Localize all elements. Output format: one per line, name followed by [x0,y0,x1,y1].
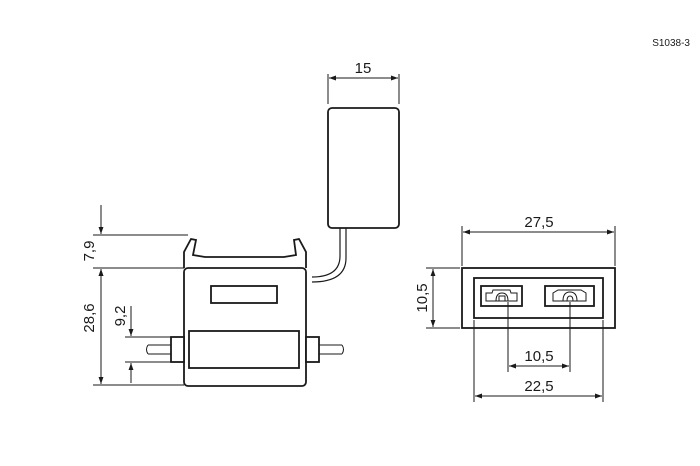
holder-lower-band [188,330,300,369]
body-height-label: 28,6 [81,303,98,332]
terminal-right [305,336,320,363]
front-view: 27,5 10,5 10,5 22,5 [414,214,616,402]
top-height-label: 7,9 [81,241,98,262]
holder-top-clip [183,237,307,268]
side-view: 15 7,9 28,6 9,2 [81,60,400,387]
front-height-label: 10,5 [414,283,431,312]
contact-span-label: 22,5 [524,378,553,395]
drawing-reference: S1038-3 [652,38,690,49]
terminal-height-label: 9,2 [112,306,129,327]
cap-width-label: 15 [355,60,372,77]
cap-wire [311,228,347,283]
contact-left [480,285,523,307]
contact-spacing-label: 10,5 [524,348,553,365]
front-width-label: 27,5 [524,214,553,231]
contact-right [544,285,595,307]
terminal-left [170,336,185,363]
cap [327,107,400,229]
holder-window [210,285,278,304]
